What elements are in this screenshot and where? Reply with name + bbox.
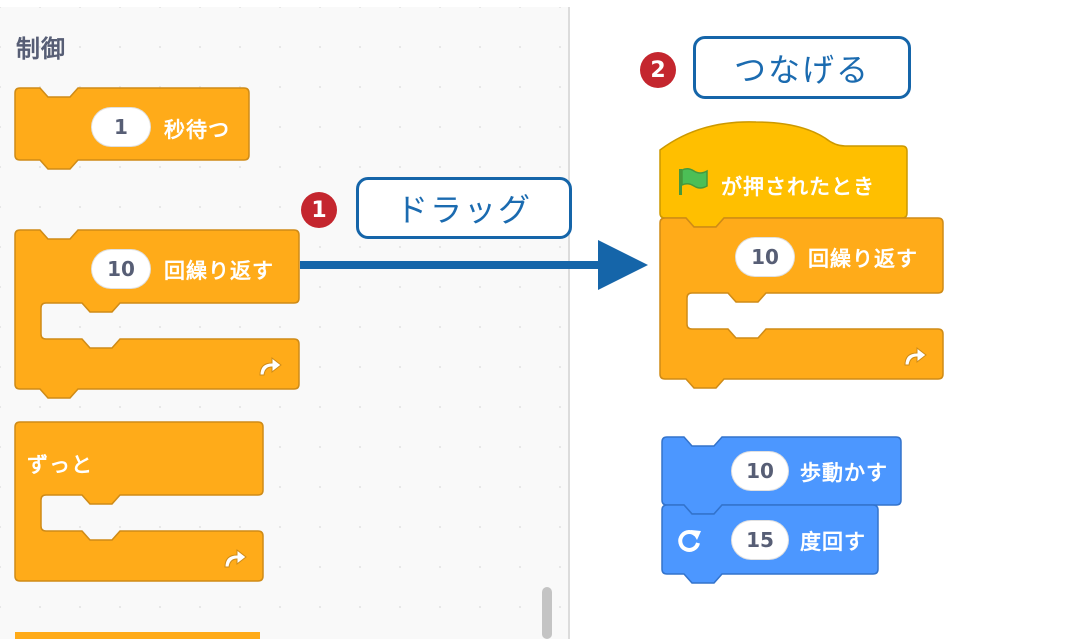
loop-arrow-icon (255, 353, 285, 383)
repeat-block-shape[interactable] (14, 229, 300, 399)
workspace-repeat-label: 回繰り返す (808, 247, 918, 271)
repeat-block-label: 回繰り返す (164, 259, 274, 283)
green-flag-icon (676, 166, 710, 202)
turn-degrees-input[interactable]: 15 (731, 520, 789, 560)
move-steps-label: 歩動かす (800, 461, 888, 485)
step-1-badge: 1 (301, 192, 337, 228)
step-1-callout: ドラッグ (356, 177, 572, 239)
wait-block-label: 秒待つ (164, 118, 230, 142)
palette-divider (568, 7, 570, 639)
when-flag-clicked-label: が押されたとき (721, 175, 875, 199)
loop-arrow-icon (900, 343, 930, 373)
forever-block-label: ずっと (27, 453, 93, 477)
workspace-repeat-block-shape[interactable] (659, 217, 944, 389)
step-2-badge: 2 (640, 52, 676, 88)
rotate-right-icon (675, 526, 703, 558)
palette-scrollbar[interactable] (542, 587, 552, 639)
forever-block-shape[interactable] (14, 421, 264, 582)
top-strip (0, 0, 1070, 7)
move-steps-input[interactable]: 10 (731, 451, 789, 491)
wait-seconds-input[interactable]: 1 (91, 107, 151, 147)
drag-arrow-head (598, 240, 648, 290)
category-title: 制御 (16, 35, 66, 63)
workspace-repeat-count-input[interactable]: 10 (735, 237, 795, 277)
next-block-partial[interactable] (15, 632, 260, 639)
turn-degrees-label: 度回す (800, 530, 866, 554)
step-2-callout: つなげる (693, 36, 911, 99)
loop-arrow-icon (220, 545, 250, 575)
repeat-count-input[interactable]: 10 (91, 249, 151, 289)
